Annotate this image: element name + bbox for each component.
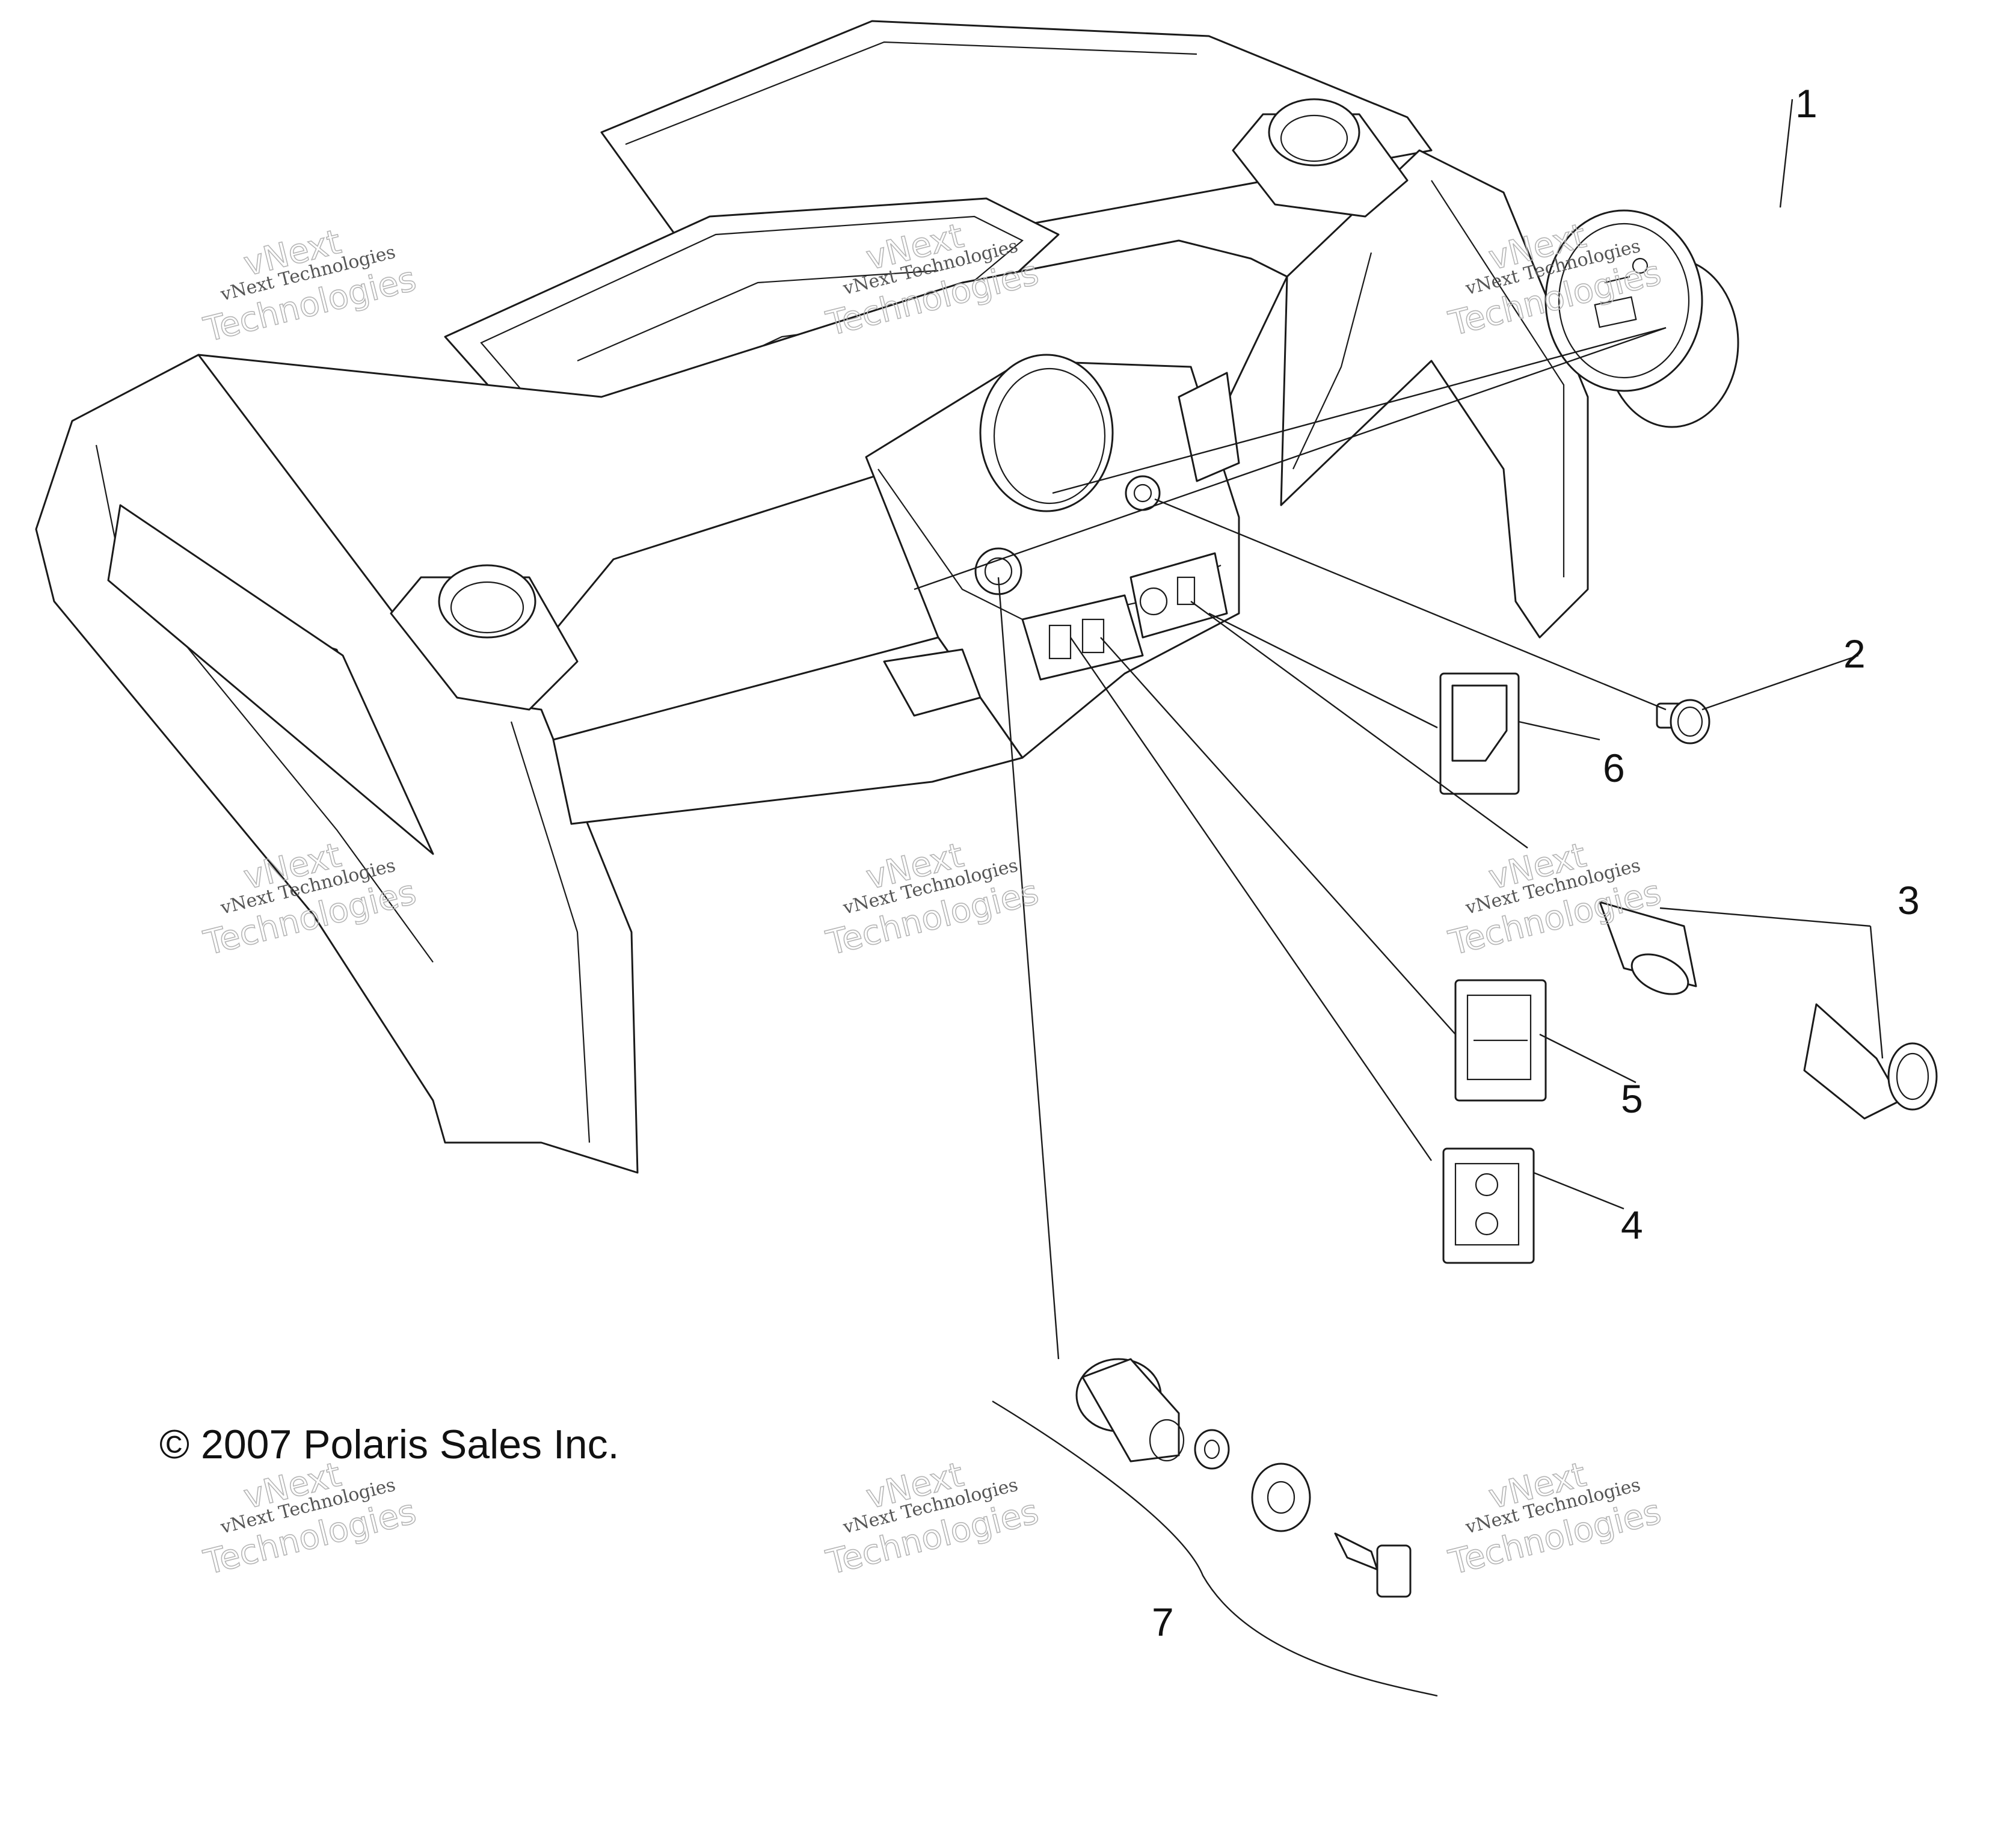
- right-cup-holder: [1232, 98, 1409, 218]
- speedometer-bezel: [979, 354, 1114, 512]
- part-rocker-switch: [1439, 672, 1520, 795]
- part-ignition-switch-kit: [1075, 1358, 1412, 1598]
- callout-4: 4: [1621, 1203, 1643, 1247]
- part-power-outlet: [1599, 901, 1938, 1120]
- ignition-washer: [1194, 1429, 1230, 1470]
- watermark-top-left: vNext vNext Technologies Technologies: [200, 222, 420, 351]
- callout-1: 1: [1795, 81, 1818, 126]
- callout-6: 6: [1603, 746, 1625, 790]
- callouts: 1 2 3 4 5 6 7: [1152, 81, 1920, 1644]
- copyright-notice: © 2007 Polaris Sales Inc.: [159, 1422, 619, 1467]
- ignition-switch-body: [1075, 1358, 1185, 1463]
- left-cup-holder: [390, 564, 579, 711]
- callout-3: 3: [1898, 878, 1920, 922]
- leader-lines: [914, 99, 1884, 1697]
- callout-7: 7: [1152, 1600, 1174, 1644]
- ignition-key: [1334, 1532, 1412, 1598]
- part-speedometer: [1544, 209, 1739, 428]
- watermark-mid-center: vNext vNext Technologies Technologies: [822, 835, 1043, 964]
- part-headlight-switch: [1442, 1147, 1535, 1264]
- watermark-bottom-right: vNext vNext Technologies Technologies: [1445, 1455, 1665, 1583]
- part-run-switch: [1454, 979, 1547, 1102]
- callout-5: 5: [1621, 1076, 1643, 1121]
- dashboard-console: [35, 20, 1589, 1174]
- callout-2: 2: [1843, 631, 1866, 676]
- ignition-nut: [1251, 1463, 1311, 1532]
- part-indicator-light: [1656, 699, 1710, 744]
- watermark-bottom-center: vNext vNext Technologies Technologies: [822, 1455, 1043, 1583]
